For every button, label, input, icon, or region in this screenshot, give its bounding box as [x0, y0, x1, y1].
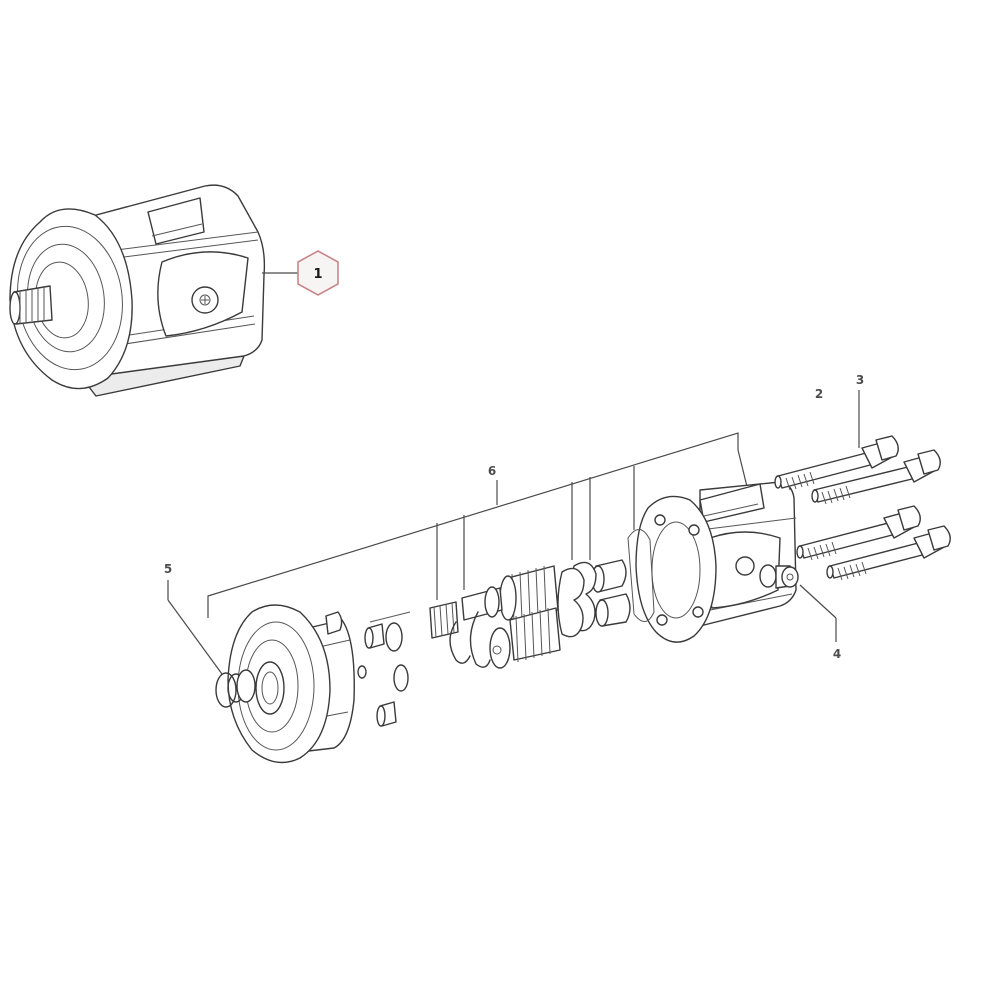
pump-assembly-illustration[interactable]: [8, 184, 306, 397]
callout-3-label: 3: [856, 373, 864, 387]
cap-screws-illustration: [774, 390, 951, 581]
callout-6[interactable]: 6: [488, 464, 496, 478]
callout-2-label: 2: [815, 387, 823, 401]
callout-2[interactable]: 2: [815, 387, 823, 401]
cap-screw: [826, 525, 951, 581]
callout-1[interactable]: 1: [297, 250, 339, 296]
shaft-seal-illustration: [167, 580, 256, 708]
callout-5[interactable]: 5: [164, 562, 172, 576]
callout-4[interactable]: 4: [833, 647, 841, 661]
cap-screw: [774, 435, 899, 491]
plug-illustration: [759, 564, 837, 642]
front-cover-illustration: [227, 604, 355, 764]
small-parts-illustration: [357, 611, 411, 727]
callout-1-label: 1: [313, 267, 322, 282]
cap-screw: [811, 449, 941, 505]
pump-housing-illustration: [627, 481, 797, 643]
callout-4-label: 4: [833, 647, 841, 661]
gear-set-illustration: [429, 559, 631, 669]
callout-3[interactable]: 3: [856, 373, 864, 387]
callout-6-label: 6: [488, 464, 496, 478]
cap-screw: [796, 505, 921, 561]
callout-6-bracket: [207, 432, 769, 618]
callout-5-label: 5: [164, 562, 172, 576]
